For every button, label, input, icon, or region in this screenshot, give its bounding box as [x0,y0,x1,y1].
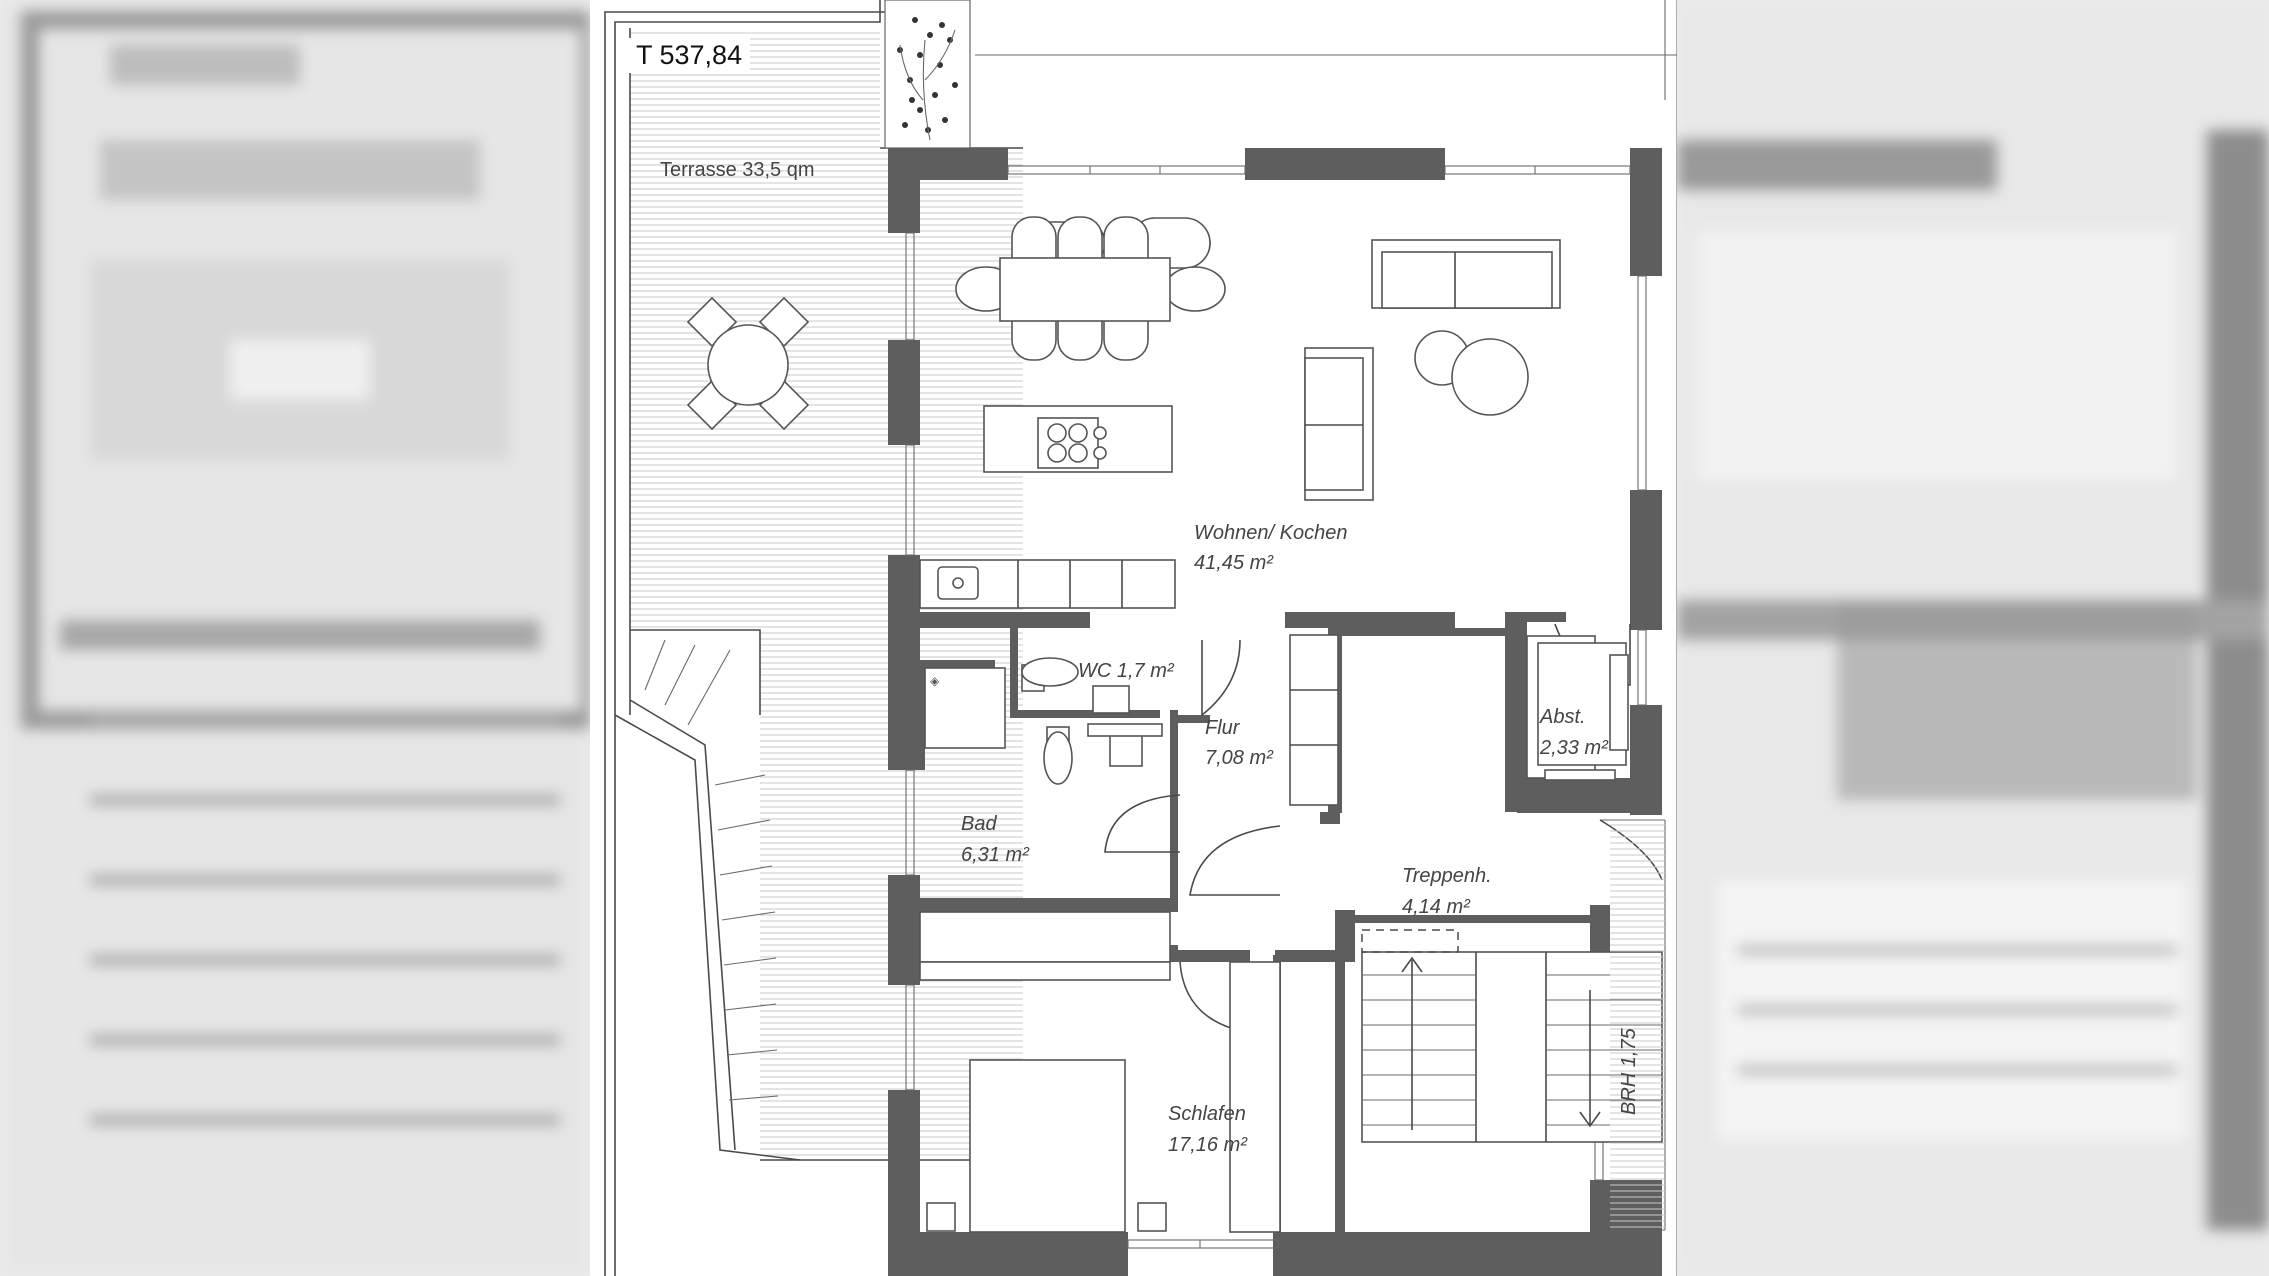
room-label-terrace: Terrasse 33,5 qm [660,159,815,181]
bed-icon [919,961,1171,1233]
room-area-hall: 7,08 m² [1205,747,1273,769]
room-label-bedroom: Schlafen [1168,1103,1246,1125]
balcony-hatch [1610,820,1665,1230]
room-area-stair: 4,14 m² [1402,896,1470,918]
plant-icon [884,0,971,149]
floor-plan: ◈ [590,0,1677,1276]
dining-table-icon [955,216,1226,361]
room-label-living: Wohnen/ Kochen [1194,522,1348,544]
sanitary-fixtures: ◈ [919,657,1171,963]
sofa-icon [1304,239,1561,501]
terrace-table-icon [686,296,810,431]
room-area-bath: 6,31 m² [961,844,1029,866]
blurred-left-context [0,0,590,1276]
blurred-right-context [1677,0,2269,1276]
elevation-tag: T 537,84 [628,38,751,73]
hall-wardrobe-icon [1289,634,1339,806]
building-walls [888,148,1662,1276]
room-label-stair: Treppenh. [1402,865,1492,887]
elevator-icon [1526,635,1629,781]
room-area-storage: 2,33 m² [1540,737,1608,759]
room-label-storage: Abst. [1540,706,1586,728]
svg-text:◈: ◈ [930,674,940,688]
floor-plan-drawing: ◈ [604,0,1677,1276]
room-area-bedroom: 17,16 m² [1168,1134,1247,1156]
kitchen-island-icon [983,405,1173,473]
room-label-wc: WC 1,7 m² [1078,660,1174,682]
kitchen-counter-icon [919,559,1176,609]
brh-label: BRH 1,75 [1618,1028,1640,1115]
bedroom-wardrobe-icon [1229,961,1281,1233]
room-label-bath: Bad [961,813,997,835]
terrace-deck [604,0,1023,1276]
room-label-hall: Flur [1205,717,1240,739]
room-area-living: 41,45 m² [1194,552,1273,574]
